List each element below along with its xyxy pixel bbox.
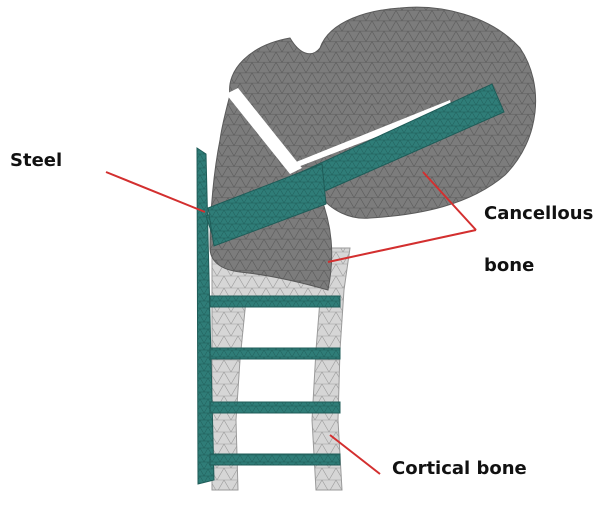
cancellous-label-line2: bone — [484, 257, 534, 275]
steel-label: Steel — [10, 152, 62, 170]
cancellous-leader-line-lower — [328, 230, 476, 262]
steel-leader-line — [106, 172, 205, 212]
cortical-bone-label: Cortical bone — [392, 460, 527, 478]
cancellous-label-line1: Cancellous — [484, 205, 593, 223]
